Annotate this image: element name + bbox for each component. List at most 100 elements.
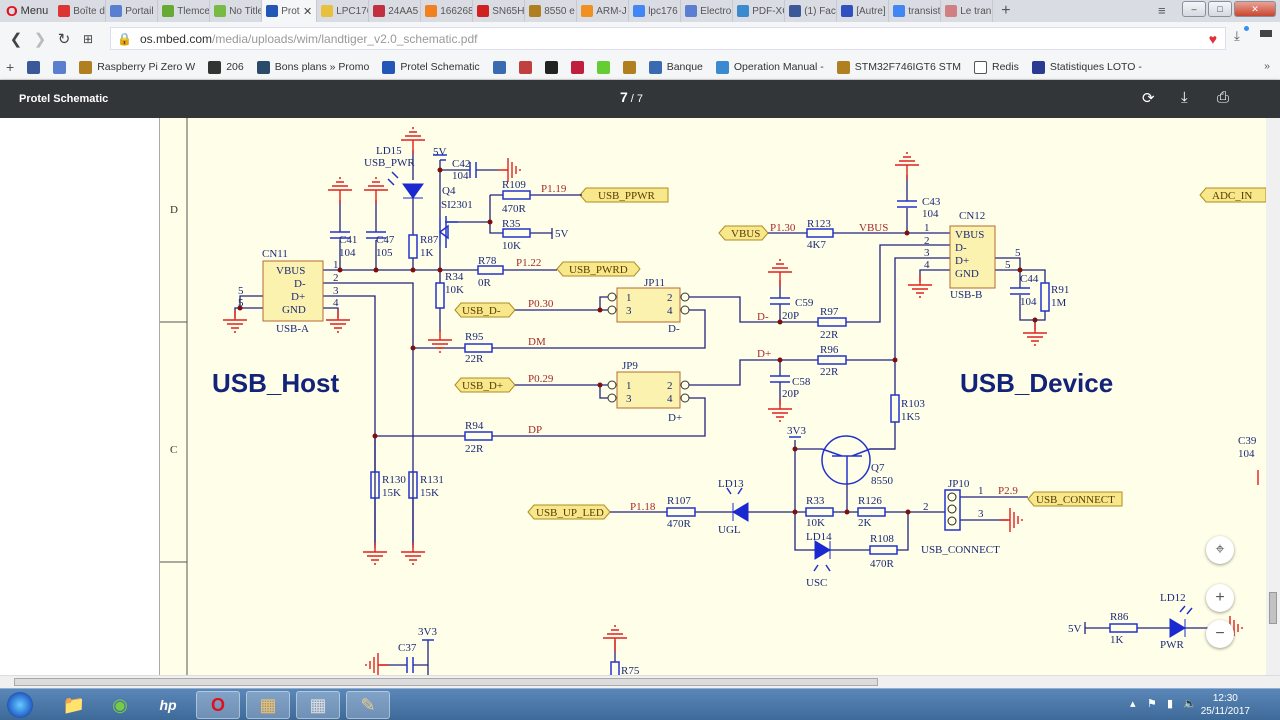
schematic-label: D+ xyxy=(757,348,771,360)
bookmark-item[interactable]: Bons plans » Promo xyxy=(256,60,369,74)
zoom-out-icon[interactable]: − xyxy=(1206,620,1234,648)
schematic-label: 470R xyxy=(870,558,895,570)
schematic-label: 2 xyxy=(333,272,339,284)
fit-page-icon[interactable]: ⌖ xyxy=(1206,536,1234,564)
bookmark-item[interactable]: Raspberry Pi Zero W xyxy=(79,60,195,74)
media-player-icon[interactable]: ◉ xyxy=(112,694,128,715)
schematic-label: R94 xyxy=(465,420,484,432)
vertical-scrollbar[interactable] xyxy=(1266,118,1280,675)
tab[interactable]: lpc176 xyxy=(629,0,682,22)
bookmark-item[interactable]: Protel Schematic xyxy=(382,60,480,74)
explorer-icon[interactable]: 📁 xyxy=(62,694,86,715)
close-window-button[interactable]: ✕ xyxy=(1234,1,1276,17)
tab[interactable]: Tlemce xyxy=(158,0,211,22)
rotate-icon[interactable]: ⟳ xyxy=(1142,90,1155,107)
hp-icon[interactable]: hp xyxy=(159,697,177,713)
bookmark-item[interactable] xyxy=(518,60,532,74)
tab[interactable]: 166268 xyxy=(421,0,474,22)
opera-taskbar-icon[interactable]: O xyxy=(196,691,240,719)
schematic-app-icon[interactable]: ▦ xyxy=(246,691,290,719)
close-tab-icon[interactable]: ✕ xyxy=(302,5,313,18)
schematic-label: 104 xyxy=(452,170,469,182)
favicon-icon xyxy=(529,5,542,17)
favicon-icon xyxy=(425,5,438,17)
calculator-icon[interactable]: ▦ xyxy=(296,691,340,719)
tab[interactable]: (1) Face xyxy=(785,0,838,22)
bookmark-icon xyxy=(648,60,662,74)
bookmark-item[interactable]: Operation Manual - xyxy=(715,60,824,74)
bookmark-item[interactable] xyxy=(570,60,584,74)
horizontal-scrollbar[interactable] xyxy=(0,675,1280,688)
schematic-label: 2 xyxy=(667,292,673,304)
schematic-label: C44 xyxy=(1020,273,1039,285)
maximize-button[interactable]: □ xyxy=(1208,1,1232,17)
tab[interactable]: Electro xyxy=(681,0,734,22)
tab-active[interactable]: Prot✕ xyxy=(262,0,318,22)
schematic-label: VBUS xyxy=(276,265,305,277)
battery-tray-icon[interactable]: ▮ xyxy=(1167,698,1174,710)
tab[interactable]: ARM-J xyxy=(577,0,630,22)
tab-menu-icon[interactable]: ≡ xyxy=(1158,3,1166,18)
schematic-label: C39 xyxy=(1238,435,1257,447)
schematic-label: 3V3 xyxy=(787,425,806,437)
bookmark-item[interactable]: Statistiques LOTO - xyxy=(1031,60,1142,74)
opera-logo-icon: O xyxy=(6,2,18,20)
zoom-in-icon[interactable]: + xyxy=(1206,584,1234,612)
tab[interactable]: [Autre] xyxy=(837,0,890,22)
current-page-input[interactable]: 7 xyxy=(620,89,628,105)
tab[interactable]: transist xyxy=(889,0,942,22)
bookmark-item[interactable] xyxy=(492,60,506,74)
tab[interactable]: PDF-XC xyxy=(733,0,786,22)
minimize-button[interactable]: – xyxy=(1182,1,1206,17)
heart-icon[interactable]: ♥ xyxy=(1208,30,1217,47)
tab[interactable]: 8550 e xyxy=(525,0,578,22)
schematic-label: Q4 xyxy=(442,185,456,197)
new-tab-button[interactable]: + xyxy=(1001,2,1011,19)
print-icon[interactable]: ⎙ xyxy=(1217,89,1230,106)
schematic-label: 10K xyxy=(445,284,464,296)
bookmark-item[interactable] xyxy=(596,60,610,74)
schematic-label: USB-B xyxy=(950,289,982,301)
pdf-viewer: D C USB_Host USB_Device USB_PPWR USB_PWR… xyxy=(0,118,1266,675)
schematic-label: D- xyxy=(955,242,967,254)
schematic-label: R109 xyxy=(502,179,526,191)
reload-button[interactable]: ↻ xyxy=(57,30,71,48)
schematic-label: JP11 xyxy=(644,277,665,289)
bookmark-item[interactable]: 206 xyxy=(208,60,244,74)
add-bookmark-button[interactable]: + xyxy=(6,59,15,75)
tab[interactable]: No Title xyxy=(210,0,263,22)
tab[interactable]: Le tran xyxy=(941,0,994,22)
back-button[interactable]: ❮ xyxy=(9,30,23,48)
schematic-label: R95 xyxy=(465,331,484,343)
more-bookmarks-icon[interactable]: » xyxy=(1264,60,1270,72)
schematic-label: USB_CONNECT xyxy=(1036,494,1115,506)
tab[interactable]: SN65H xyxy=(473,0,526,22)
bookmark-item[interactable]: Redis xyxy=(973,60,1019,74)
bookmark-icon xyxy=(492,60,506,74)
tab[interactable]: Boîte d xyxy=(54,0,107,22)
bookmark-item[interactable]: STM32F746IGT6 STM xyxy=(836,60,961,74)
speed-dial-icon[interactable]: ⊞ xyxy=(82,31,94,46)
schematic-label: USB_PWR xyxy=(364,157,415,169)
volume-icon[interactable]: 🔈 xyxy=(1183,698,1197,710)
forward-button[interactable]: ❯ xyxy=(33,30,47,48)
bookmark-item[interactable] xyxy=(622,60,636,74)
action-center-icon[interactable]: ⚑ xyxy=(1147,698,1157,710)
download-icon[interactable]: ⤓ xyxy=(1181,89,1188,106)
tab[interactable]: Portail xyxy=(106,0,159,22)
bookmark-item[interactable] xyxy=(27,60,41,74)
bookmarks-bar: + Raspberry Pi Zero W 206 Bons plans » Pro… xyxy=(0,55,1280,80)
url-field[interactable]: 🔒 os.mbed.com/media/uploads/wim/landtige… xyxy=(110,27,1226,50)
tab[interactable]: 24AA5 xyxy=(369,0,422,22)
bookmark-item[interactable] xyxy=(544,60,558,74)
tray-expand-icon[interactable]: ▴ xyxy=(1130,698,1136,710)
usb-host-title: USB_Host xyxy=(212,368,339,398)
bookmark-item[interactable]: Banque xyxy=(648,60,703,74)
download-icon[interactable]: ⤓ xyxy=(1234,26,1249,44)
tab[interactable]: LPC176 xyxy=(317,0,370,22)
paint-icon[interactable]: ✎ xyxy=(346,691,390,719)
bookmark-item[interactable] xyxy=(53,60,67,74)
start-button[interactable] xyxy=(2,691,38,719)
